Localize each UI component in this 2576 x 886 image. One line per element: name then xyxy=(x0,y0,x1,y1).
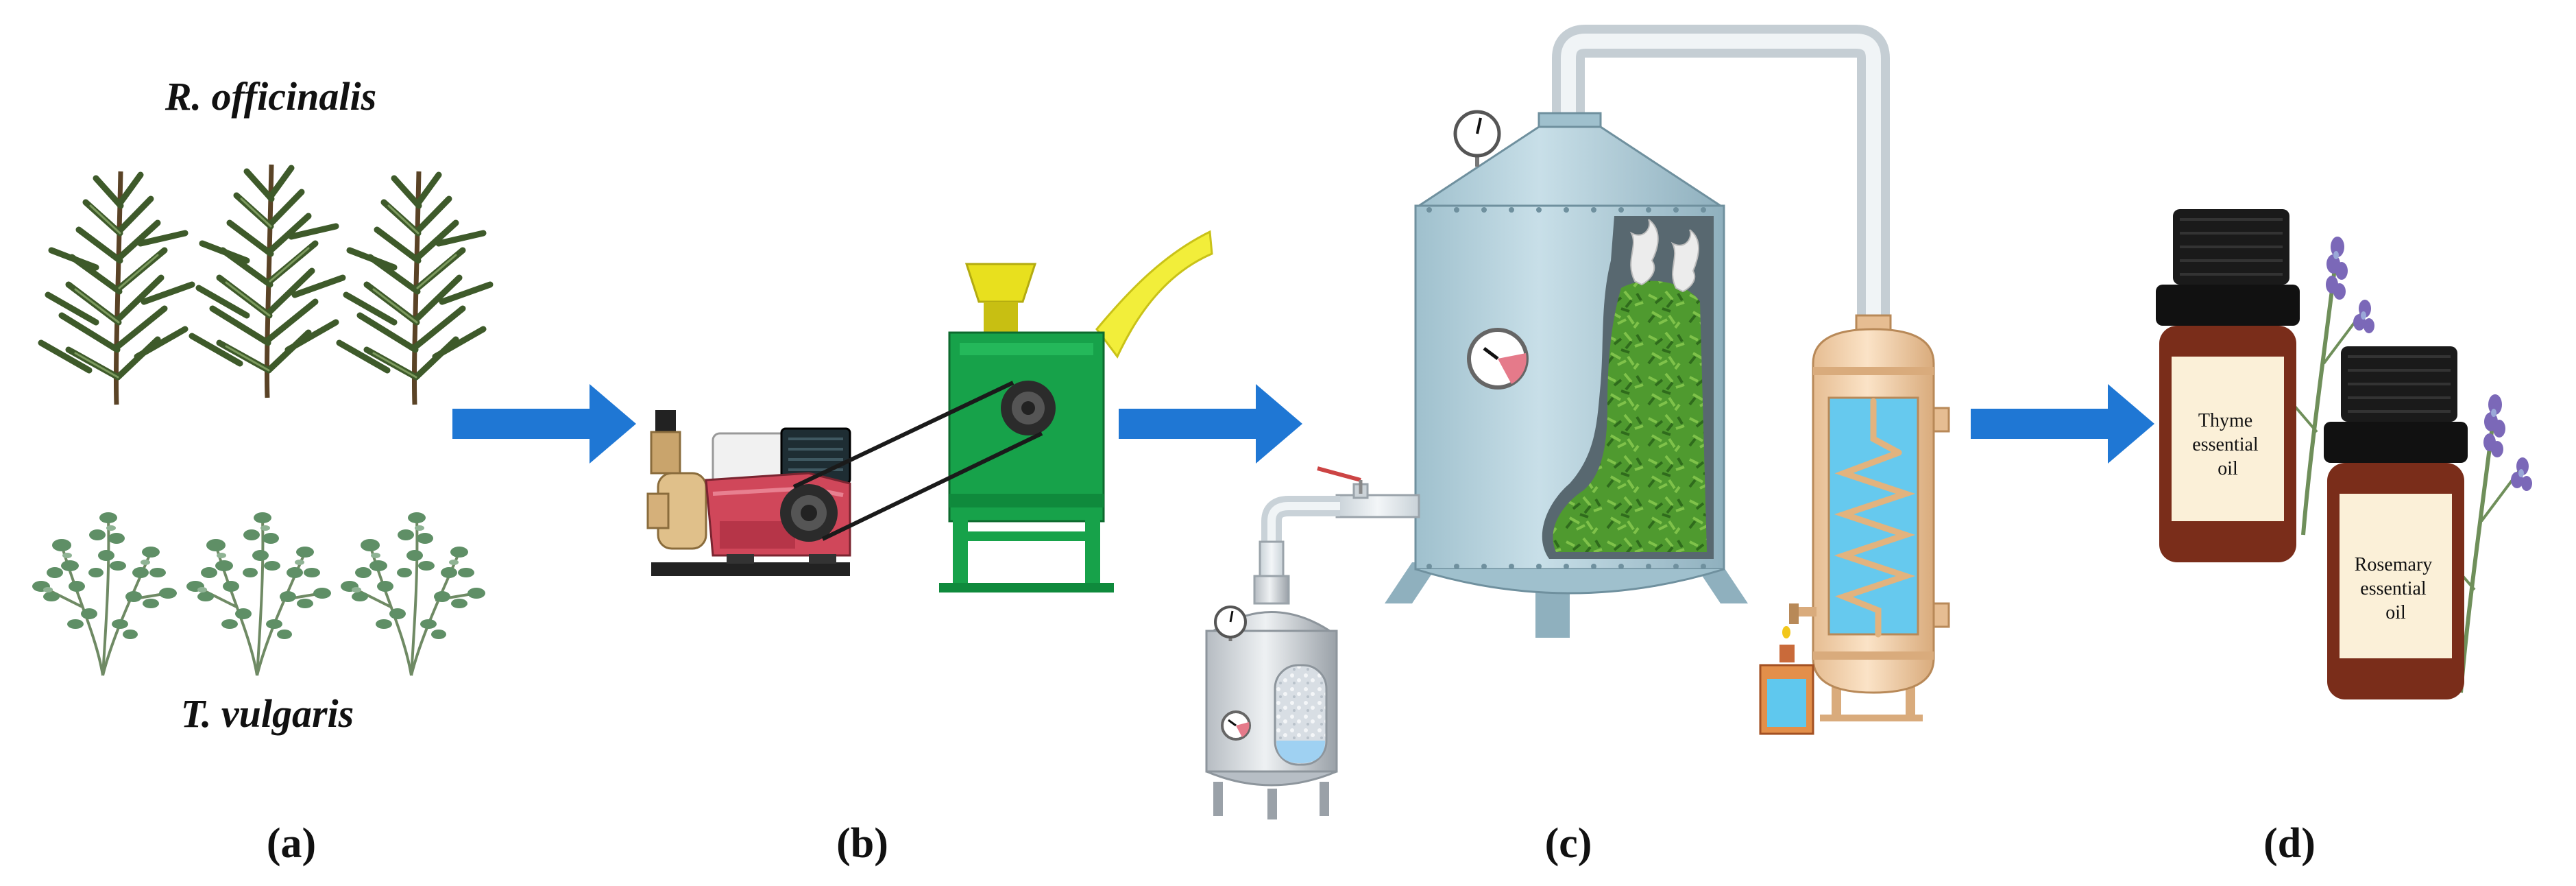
engine-motor-icon xyxy=(646,410,851,576)
rosemary-sprig-icon xyxy=(41,165,490,405)
thyme-sprig-icon xyxy=(31,511,487,677)
vapor-pipe xyxy=(1552,25,1890,329)
oil-bottle-icon xyxy=(2156,209,2300,562)
species-top-label: R. officinalis xyxy=(165,74,376,119)
panel-label-b: (b) xyxy=(836,820,888,867)
process-arrow-icon xyxy=(1119,384,1302,464)
panel-label-c: (c) xyxy=(1545,820,1592,867)
distillation-vessel-icon xyxy=(1385,110,1748,638)
rosemary-bottle-label: Rosemary essential oil xyxy=(2355,554,2438,623)
drive-belt xyxy=(792,381,1043,541)
steam-valve xyxy=(1261,466,1420,549)
condenser-icon xyxy=(1782,314,1950,721)
chipper-grinder-icon xyxy=(939,230,1213,592)
oil-bottle-icon xyxy=(2324,346,2468,699)
separator-flask-icon xyxy=(1759,645,1814,735)
panel-label-a: (a) xyxy=(267,820,316,867)
process-arrow-icon xyxy=(1971,384,2154,464)
thyme-bottle-label: Thyme essential oil xyxy=(2192,410,2263,479)
panel-label-d: (d) xyxy=(2263,820,2316,867)
steam-boiler-icon xyxy=(1205,540,1338,819)
species-bottom-label: T. vulgaris xyxy=(181,691,354,736)
process-arrow-icon xyxy=(452,384,636,464)
